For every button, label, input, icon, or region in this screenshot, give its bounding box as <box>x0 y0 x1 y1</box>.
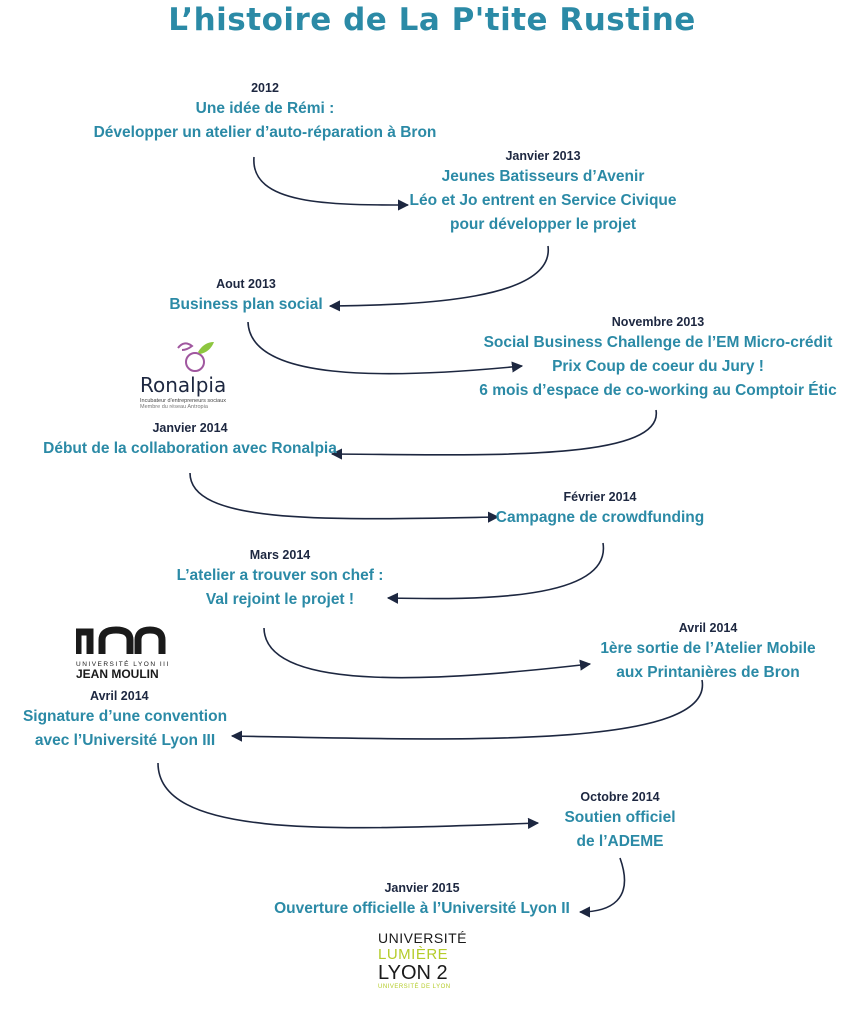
lyon3-logo-mark <box>74 626 166 654</box>
ronalpia-logo-mark <box>177 342 214 372</box>
timeline-arrow <box>189 472 500 523</box>
event-text: 1ère sortie de l’Atelier Mobile aux Prin… <box>600 640 816 681</box>
lyon3-line1: UNIVERSITÉ LYON III <box>76 661 170 668</box>
timeline-event-janvier-2015: Janvier 2015 Ouverture officielle à l’Un… <box>262 880 582 921</box>
lyon2-line2: LUMIÈRE <box>378 946 449 963</box>
timeline-event-aout-2013: Aout 2013 Business plan social <box>146 276 346 317</box>
timeline-event-avril-2014-mobile: Avril 2014 1ère sortie de l’Atelier Mobi… <box>588 620 828 685</box>
timeline-arrow <box>253 156 410 211</box>
event-date: Avril 2014 <box>678 621 738 635</box>
timeline-arrow <box>328 245 549 312</box>
event-date: 2012 <box>251 81 279 95</box>
timeline-event-octobre-2014: Octobre 2014 Soutien officiel de l’ADEME <box>530 789 710 854</box>
event-date: Novembre 2013 <box>611 315 705 329</box>
event-text: Social Business Challenge de l’EM Micro-… <box>479 334 837 399</box>
timeline-arrow <box>386 542 604 604</box>
timeline-arrow <box>578 857 626 918</box>
event-text: L’atelier a trouver son chef : Val rejoi… <box>176 567 384 608</box>
timeline-arrow <box>247 321 524 375</box>
universite-lyon3-logo: UNIVERSITÉ LYON III JEAN MOULIN <box>74 626 176 681</box>
timeline-arrow <box>157 762 540 829</box>
timeline-event-janvier-2013: Janvier 2013 Jeunes Batisseurs d’Avenir … <box>383 148 703 237</box>
event-date: Mars 2014 <box>249 548 311 562</box>
event-text: Ouverture officielle à l’Université Lyon… <box>274 900 570 917</box>
event-text: Signature d’une convention avec l’Univer… <box>22 708 228 749</box>
event-text: Business plan social <box>169 296 323 313</box>
timeline-event-mars-2014: Mars 2014 L’atelier a trouver son chef :… <box>160 547 400 612</box>
timeline-arrow <box>263 627 592 679</box>
timeline-event-2012: 2012 Une idée de Rémi : Développer un at… <box>80 80 450 145</box>
timeline-event-fevrier-2014: Février 2014 Campagne de crowdfunding <box>490 489 710 530</box>
timeline-arrow <box>230 679 704 742</box>
ronalpia-logo: Ronalpia Incubateur d'entrepreneurs soci… <box>140 338 270 418</box>
ronalpia-name: Ronalpia <box>140 373 227 397</box>
event-text: Jeunes Batisseurs d’Avenir Léo et Jo ent… <box>409 168 677 233</box>
lyon2-line4: UNIVERSITÉ DE LYON <box>378 984 451 990</box>
event-date: Octobre 2014 <box>580 790 660 804</box>
event-date: Février 2014 <box>563 490 637 504</box>
event-text: Campagne de crowdfunding <box>495 509 705 526</box>
lyon3-line2: JEAN MOULIN <box>76 667 159 681</box>
ronalpia-tagline: Incubateur d'entrepreneurs sociaux <box>140 398 227 404</box>
event-date: Janvier 2014 <box>152 421 228 435</box>
ronalpia-tagline-network: Membre du réseau Antropia <box>140 404 208 410</box>
event-text: Début de la collaboration avec Ronalpia <box>43 440 337 457</box>
event-date: Aout 2013 <box>216 277 276 291</box>
timeline-event-janvier-2014: Janvier 2014 Début de la collaboration a… <box>40 420 340 461</box>
timeline-event-avril-2014-convention: Avril 2014 Signature d’une convention av… <box>20 688 230 753</box>
timeline-arrow <box>330 409 657 460</box>
event-date: Janvier 2015 <box>384 881 460 895</box>
page-title: L’histoire de La P'tite Rustine <box>168 2 696 38</box>
event-text: Une idée de Rémi : Développer un atelier… <box>93 100 437 141</box>
event-date: Avril 2014 <box>90 689 149 703</box>
lyon2-line1: UNIVERSITÉ <box>378 930 468 946</box>
event-date: Janvier 2013 <box>505 149 581 163</box>
event-text: Soutien officiel de l’ADEME <box>564 809 676 850</box>
timeline-event-novembre-2013: Novembre 2013 Social Business Challenge … <box>472 314 844 403</box>
universite-lyon2-logo: UNIVERSITÉ LUMIÈRE LYON 2 UNIVERSITÉ DE … <box>378 930 478 1010</box>
lyon2-line3: LYON 2 <box>378 962 448 984</box>
